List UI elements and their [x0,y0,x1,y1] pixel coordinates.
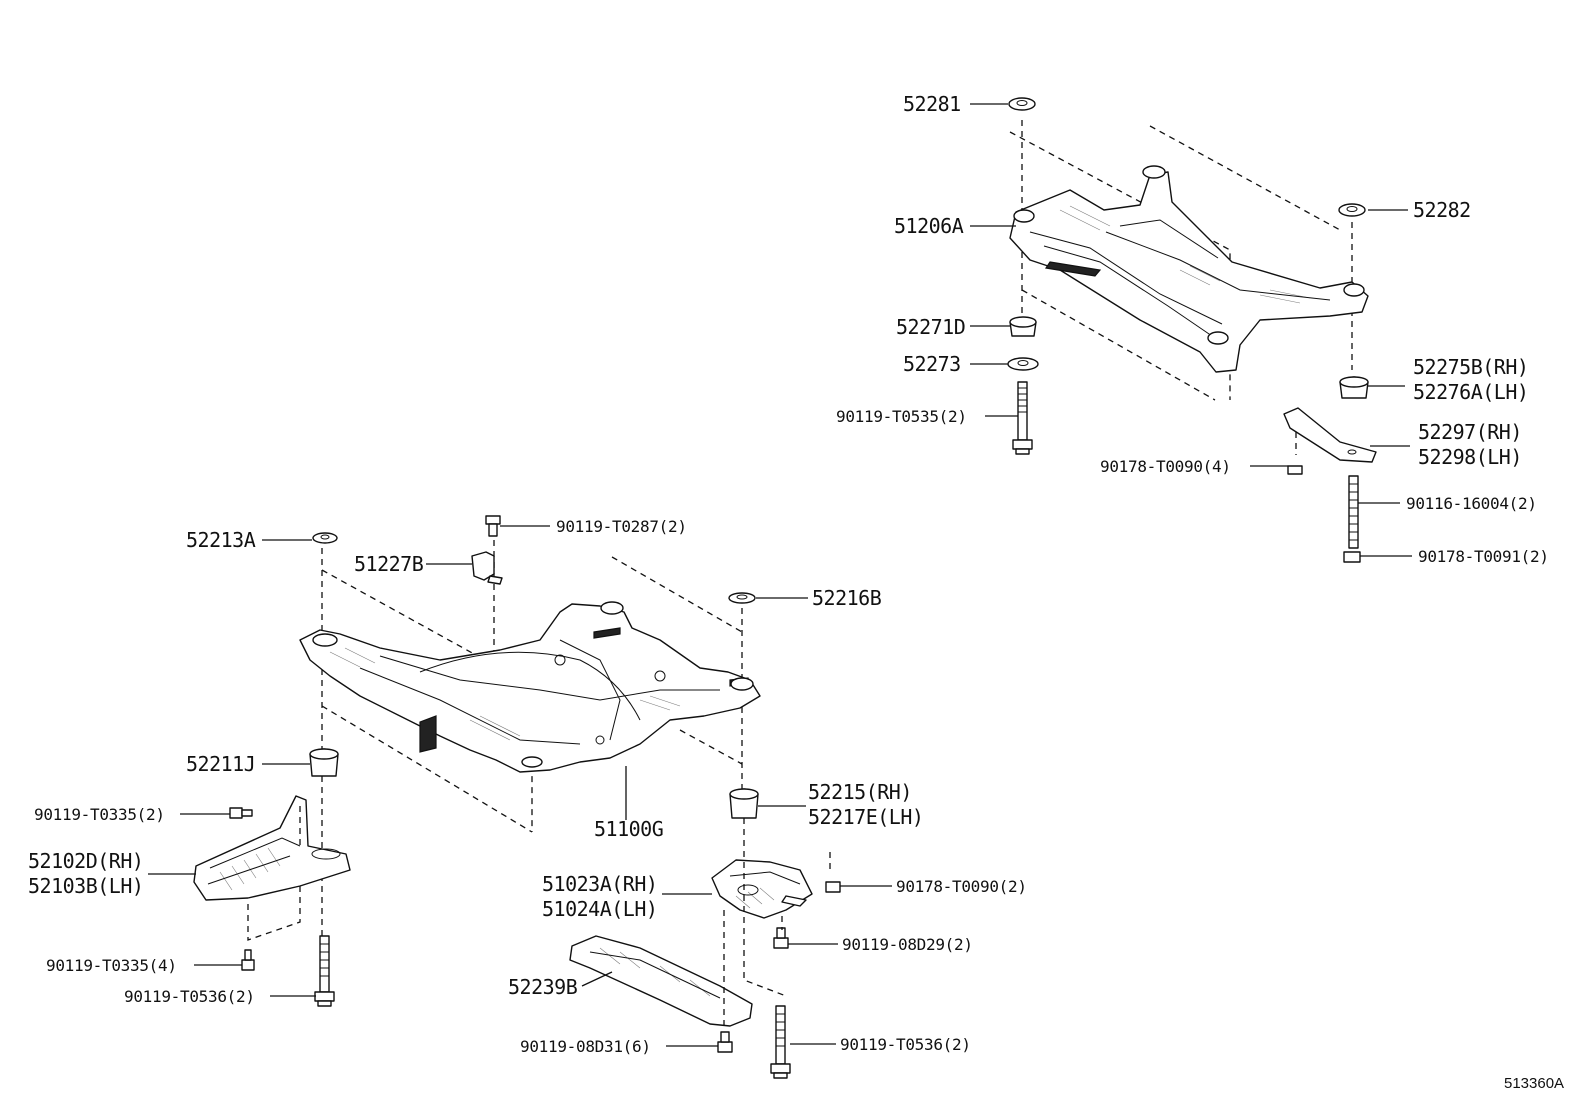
rear-crossmember-group [970,97,1412,563]
washer-52281 [1008,97,1036,111]
label-51206A: 51206A [894,214,964,238]
washer-52213A [312,532,338,544]
label-52213A: 52213A [186,528,256,552]
nut-90178-T0091 [1343,551,1361,563]
bolt-90119-T0536-right [770,1005,791,1079]
label-52215: 52215(RH) [808,780,912,804]
nut-90178-T0090-2 [825,881,841,893]
label-90119-T0287: 90119-T0287(2) [556,517,687,536]
label-52239B: 52239B [508,975,578,999]
label-52273: 52273 [903,352,961,376]
bushing-52271D [1009,316,1037,337]
bracket-51023A [711,859,813,919]
label-52275B: 52275B(RH) [1413,355,1528,379]
label-52276A: 52276A(LH) [1413,380,1528,404]
label-90119-T0536-left: 90119-T0536(2) [124,987,255,1006]
bracket-52297 [1283,407,1377,463]
bushing-52211J [309,748,339,777]
brace-52239B [569,935,753,1027]
bushing-52275B [1339,376,1369,399]
label-52298: 52298(LH) [1418,445,1522,469]
washer-52273 [1007,357,1039,371]
label-90119-T0335-2: 90119-T0335(2) [34,805,165,824]
label-51227B: 51227B [354,552,424,576]
front-crossmember-51100G [299,601,761,773]
bracket-52102D [193,795,351,901]
label-51100G: 51100G [594,817,663,841]
label-90119-T0335-4: 90119-T0335(4) [46,956,177,975]
label-51024A: 51024A(LH) [542,897,657,921]
label-90119-08D31: 90119-08D31(6) [520,1037,651,1056]
bolt-90119-T0536-left [314,935,335,1007]
bolt-90119-08D29 [773,927,789,949]
label-52271D: 52271D [896,315,965,339]
label-52103B: 52103B(LH) [28,874,143,898]
part-labels: 52281 52282 51206A 52271D 52273 90119-T0… [28,92,1564,1092]
label-52102D: 52102D(RH) [28,849,143,873]
label-90119-T0535: 90119-T0535(2) [836,407,967,426]
label-90178-T0090-2: 90178-T0090(2) [896,877,1027,896]
bolt-90119-T0335-4 [241,949,255,971]
bushing-52215 [729,788,759,819]
label-52282: 52282 [1413,198,1471,222]
rear-crossmember-51206A [1009,165,1369,373]
nut-90178-T0090-4 [1287,465,1303,475]
label-90119-08D29: 90119-08D29(2) [842,935,973,954]
label-90178-T0091: 90178-T0091(2) [1418,547,1549,566]
bolt-90119-T0335-2 [229,807,253,819]
stopper-51227B [471,551,503,585]
label-90119-T0536-right: 90119-T0536(2) [840,1035,971,1054]
label-51023A: 51023A(RH) [542,872,657,896]
label-52297: 52297(RH) [1418,420,1522,444]
stud-90116-16004 [1348,475,1359,549]
label-90178-T0090-4: 90178-T0090(4) [1100,457,1231,476]
bolt-90119-T0535 [1012,381,1033,455]
label-52217E: 52217E(LH) [808,805,923,829]
label-90116-16004: 90116-16004(2) [1406,494,1537,513]
bolt-90119-T0287 [485,515,501,537]
bolt-90119-08D31 [717,1031,733,1053]
label-52211J: 52211J [186,752,255,776]
washer-52282 [1338,203,1366,217]
washer-52216B [728,592,756,604]
front-crossmember-group [148,515,892,1079]
figure-code: 513360A [1504,1075,1564,1092]
label-52281: 52281 [903,92,961,116]
label-52216B: 52216B [812,586,882,610]
